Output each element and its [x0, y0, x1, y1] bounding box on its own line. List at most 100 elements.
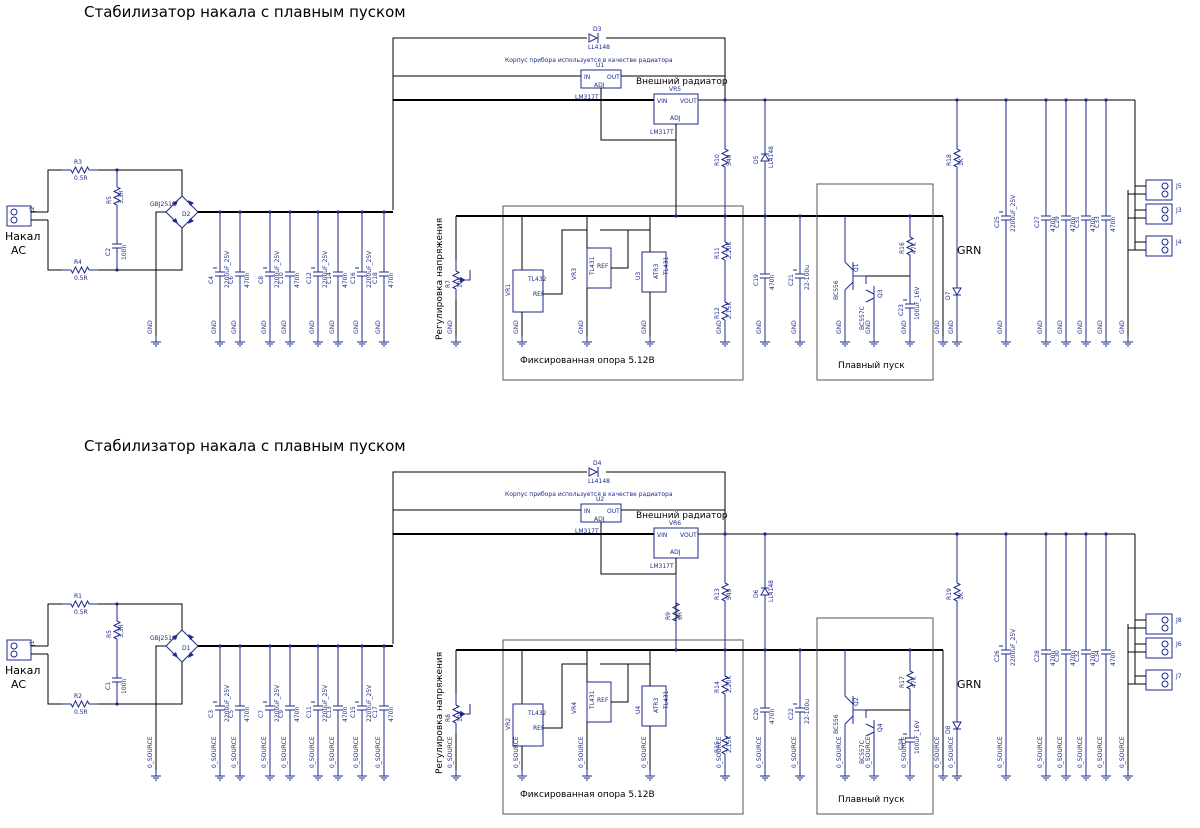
capacitor-ref: C7	[258, 710, 265, 718]
ground-label: GND	[716, 320, 723, 334]
connector-pin	[1161, 616, 1169, 624]
ground-symbol: 0_SOURCE	[1097, 736, 1111, 781]
ground-label: 0_SOURCE	[513, 736, 520, 768]
ground-label: 0_SOURCE	[309, 736, 316, 768]
resistor-value: 0.5R	[74, 175, 88, 182]
ground-label: GND	[231, 320, 238, 334]
capacitor-ref: C31	[1074, 216, 1081, 228]
ground-symbol: GND	[578, 320, 592, 347]
ground-label: GND	[578, 320, 585, 334]
capacitor-ref: C16	[350, 272, 357, 284]
ground-label: GND	[756, 320, 763, 334]
ref-u3-pin: ATR3	[653, 264, 660, 279]
bridge-outline	[165, 195, 199, 229]
ground-symbol: 0_SOURCE	[791, 736, 805, 781]
ground-symbol: GND	[948, 320, 962, 347]
resistor: R30.5R	[62, 159, 98, 182]
ext-heatsink-label: Внешний радиатор	[636, 77, 728, 87]
regulator-u1-pin-adj: ADJ	[594, 82, 605, 89]
regulator-vr5-ref: VR5	[669, 86, 681, 93]
transistor-q1-ref: Q1	[853, 263, 860, 272]
ground-symbol: 0_SOURCE	[375, 736, 389, 781]
connector-pin	[1161, 624, 1169, 632]
soft-start-frame	[816, 617, 934, 815]
ground-symbol: GND	[836, 320, 850, 347]
regulator-u1-pin-out: OUT	[607, 508, 620, 515]
ground-label: 0_SOURCE	[147, 736, 154, 768]
ground-label: GND	[1037, 320, 1044, 334]
transistor-emitter	[865, 723, 875, 729]
capacitor-ref: C34	[1094, 650, 1101, 662]
ground-label: GND	[353, 320, 360, 334]
regulator-u1-ref: U2	[596, 496, 604, 503]
diode-top-part: LL4148	[588, 478, 610, 485]
junction-dot	[115, 702, 119, 706]
connector-body	[1145, 613, 1173, 635]
ref-u3-ref: U3	[635, 272, 642, 280]
capacitor-value: 100uF_16V	[914, 720, 921, 754]
ground-symbol: 0_SOURCE	[1037, 736, 1051, 781]
wire	[98, 169, 183, 196]
led: D7	[945, 216, 962, 336]
ground-symbol: GND	[1057, 320, 1071, 347]
resistor-zigzag	[70, 599, 90, 609]
fixed-ref-frame	[502, 205, 744, 381]
resistor-ref: R1	[74, 593, 82, 600]
ground-label: GND	[836, 320, 843, 334]
resistor-ref: R12	[714, 307, 721, 319]
resistor-ref: R11	[714, 247, 721, 259]
output-connector: J3	[1145, 203, 1182, 225]
capacitor-value: 22-100u	[804, 699, 811, 724]
capacitor-ref: C5	[228, 710, 235, 718]
transistor-q3-ref: Q3	[877, 289, 884, 298]
resistor-ref: R16	[899, 242, 906, 254]
capacitor-ref: C19	[753, 274, 760, 286]
capacitor-value: 100n	[121, 679, 128, 694]
ground-symbol: 0_SOURCE	[1119, 736, 1133, 781]
transistor-emitter	[844, 695, 854, 705]
capacitor-value: 470n	[294, 707, 301, 722]
rail-top	[392, 471, 587, 644]
capacitor-ref: C27	[1034, 216, 1041, 228]
ground-label: GND	[934, 320, 941, 334]
transistor-q3-ref: Q4	[877, 723, 884, 732]
capacitor-value: 470n	[244, 273, 251, 288]
ref-vr3-part: TL431	[589, 690, 596, 710]
ref-vr1-ref: VR1	[505, 284, 512, 296]
capacitor-ref: C29	[1054, 216, 1061, 228]
capacitor-value: 470n	[769, 709, 776, 724]
connector-pin	[1161, 206, 1169, 214]
resistor-ref: R7	[445, 280, 452, 288]
capacitor-value: 2200uF_25V	[274, 684, 281, 722]
heatsink-note: Корпус прибора используется в качестве р…	[505, 57, 673, 64]
bridge-diode	[188, 200, 194, 206]
diode-part: LL4148	[768, 146, 775, 168]
transistor-lead	[853, 709, 867, 718]
connector-pin	[1161, 672, 1169, 680]
fixed-ref-frame	[502, 639, 744, 815]
output-connector: J8	[1145, 613, 1182, 635]
connector-body	[1145, 235, 1173, 257]
regulator-u1-pin-in: IN	[584, 508, 590, 515]
ground-symbol: GND	[716, 320, 730, 347]
ground-label: GND	[211, 320, 218, 334]
resistor-value: 549	[726, 588, 733, 600]
ref-u3-ref: U4	[635, 706, 642, 714]
capacitor-ref: C28	[1034, 650, 1041, 662]
pot-wiper	[460, 711, 466, 717]
ground-symbol: 0_SOURCE	[641, 736, 655, 781]
capacitor-value: 2200uF_25V	[322, 684, 329, 722]
